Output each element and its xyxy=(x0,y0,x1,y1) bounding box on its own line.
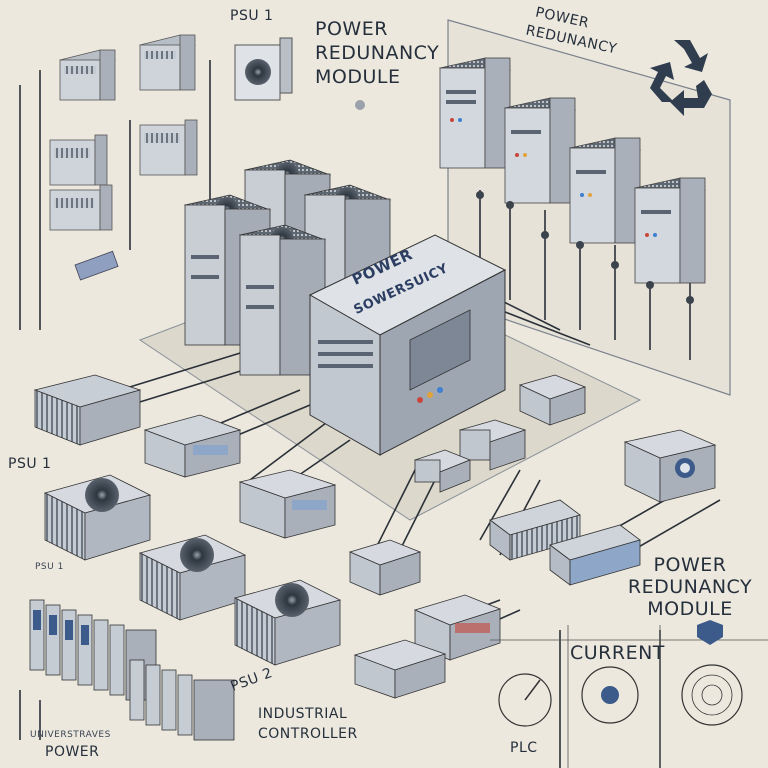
fan-grille-icon xyxy=(180,538,214,572)
small-caption: UNIVERSTRAVES xyxy=(30,730,111,740)
wall-module-stack-left xyxy=(49,34,198,281)
fan-grille-icon xyxy=(85,478,119,512)
psu1-left-label: PSU 1 xyxy=(8,456,52,472)
industrial-controller-line2: CONTROLLER xyxy=(258,726,358,742)
psu-modules-lower-left xyxy=(33,374,342,666)
central-power-box xyxy=(308,234,507,456)
title-module-line3: MODULE xyxy=(315,66,401,88)
title-module-line2: REDUNANCY xyxy=(315,42,440,64)
industrial-controller-line1: INDUSTRIAL xyxy=(258,706,348,722)
controller-modules-middle xyxy=(238,374,587,699)
gauge-icon xyxy=(498,673,552,727)
power-bottom-label: POWER xyxy=(45,744,100,760)
fan-grille-icon xyxy=(245,59,271,85)
bottom-right-panel xyxy=(490,620,768,768)
psu1-top-unit xyxy=(234,37,365,110)
gauge-icon xyxy=(681,664,743,726)
din-rail-modules xyxy=(29,599,235,741)
plc-label: PLC xyxy=(510,740,538,756)
title-module-line1: POWER xyxy=(315,18,388,40)
recycle-icon xyxy=(650,40,712,116)
psu1-top-label: PSU 1 xyxy=(230,8,274,24)
modules-right-side xyxy=(489,429,717,586)
psu-side-label: PSU 1 xyxy=(35,562,64,572)
module-right-line1: POWER xyxy=(653,554,727,576)
module-right-line2: REDUNANCY xyxy=(627,576,753,598)
rack-servers-right xyxy=(438,57,707,304)
gauge-icon xyxy=(581,666,639,724)
shield-icon xyxy=(697,620,723,645)
module-right-line3: MODULE xyxy=(647,598,733,620)
current-label: CURRENT xyxy=(570,642,665,664)
fan-grille-icon xyxy=(275,583,309,617)
